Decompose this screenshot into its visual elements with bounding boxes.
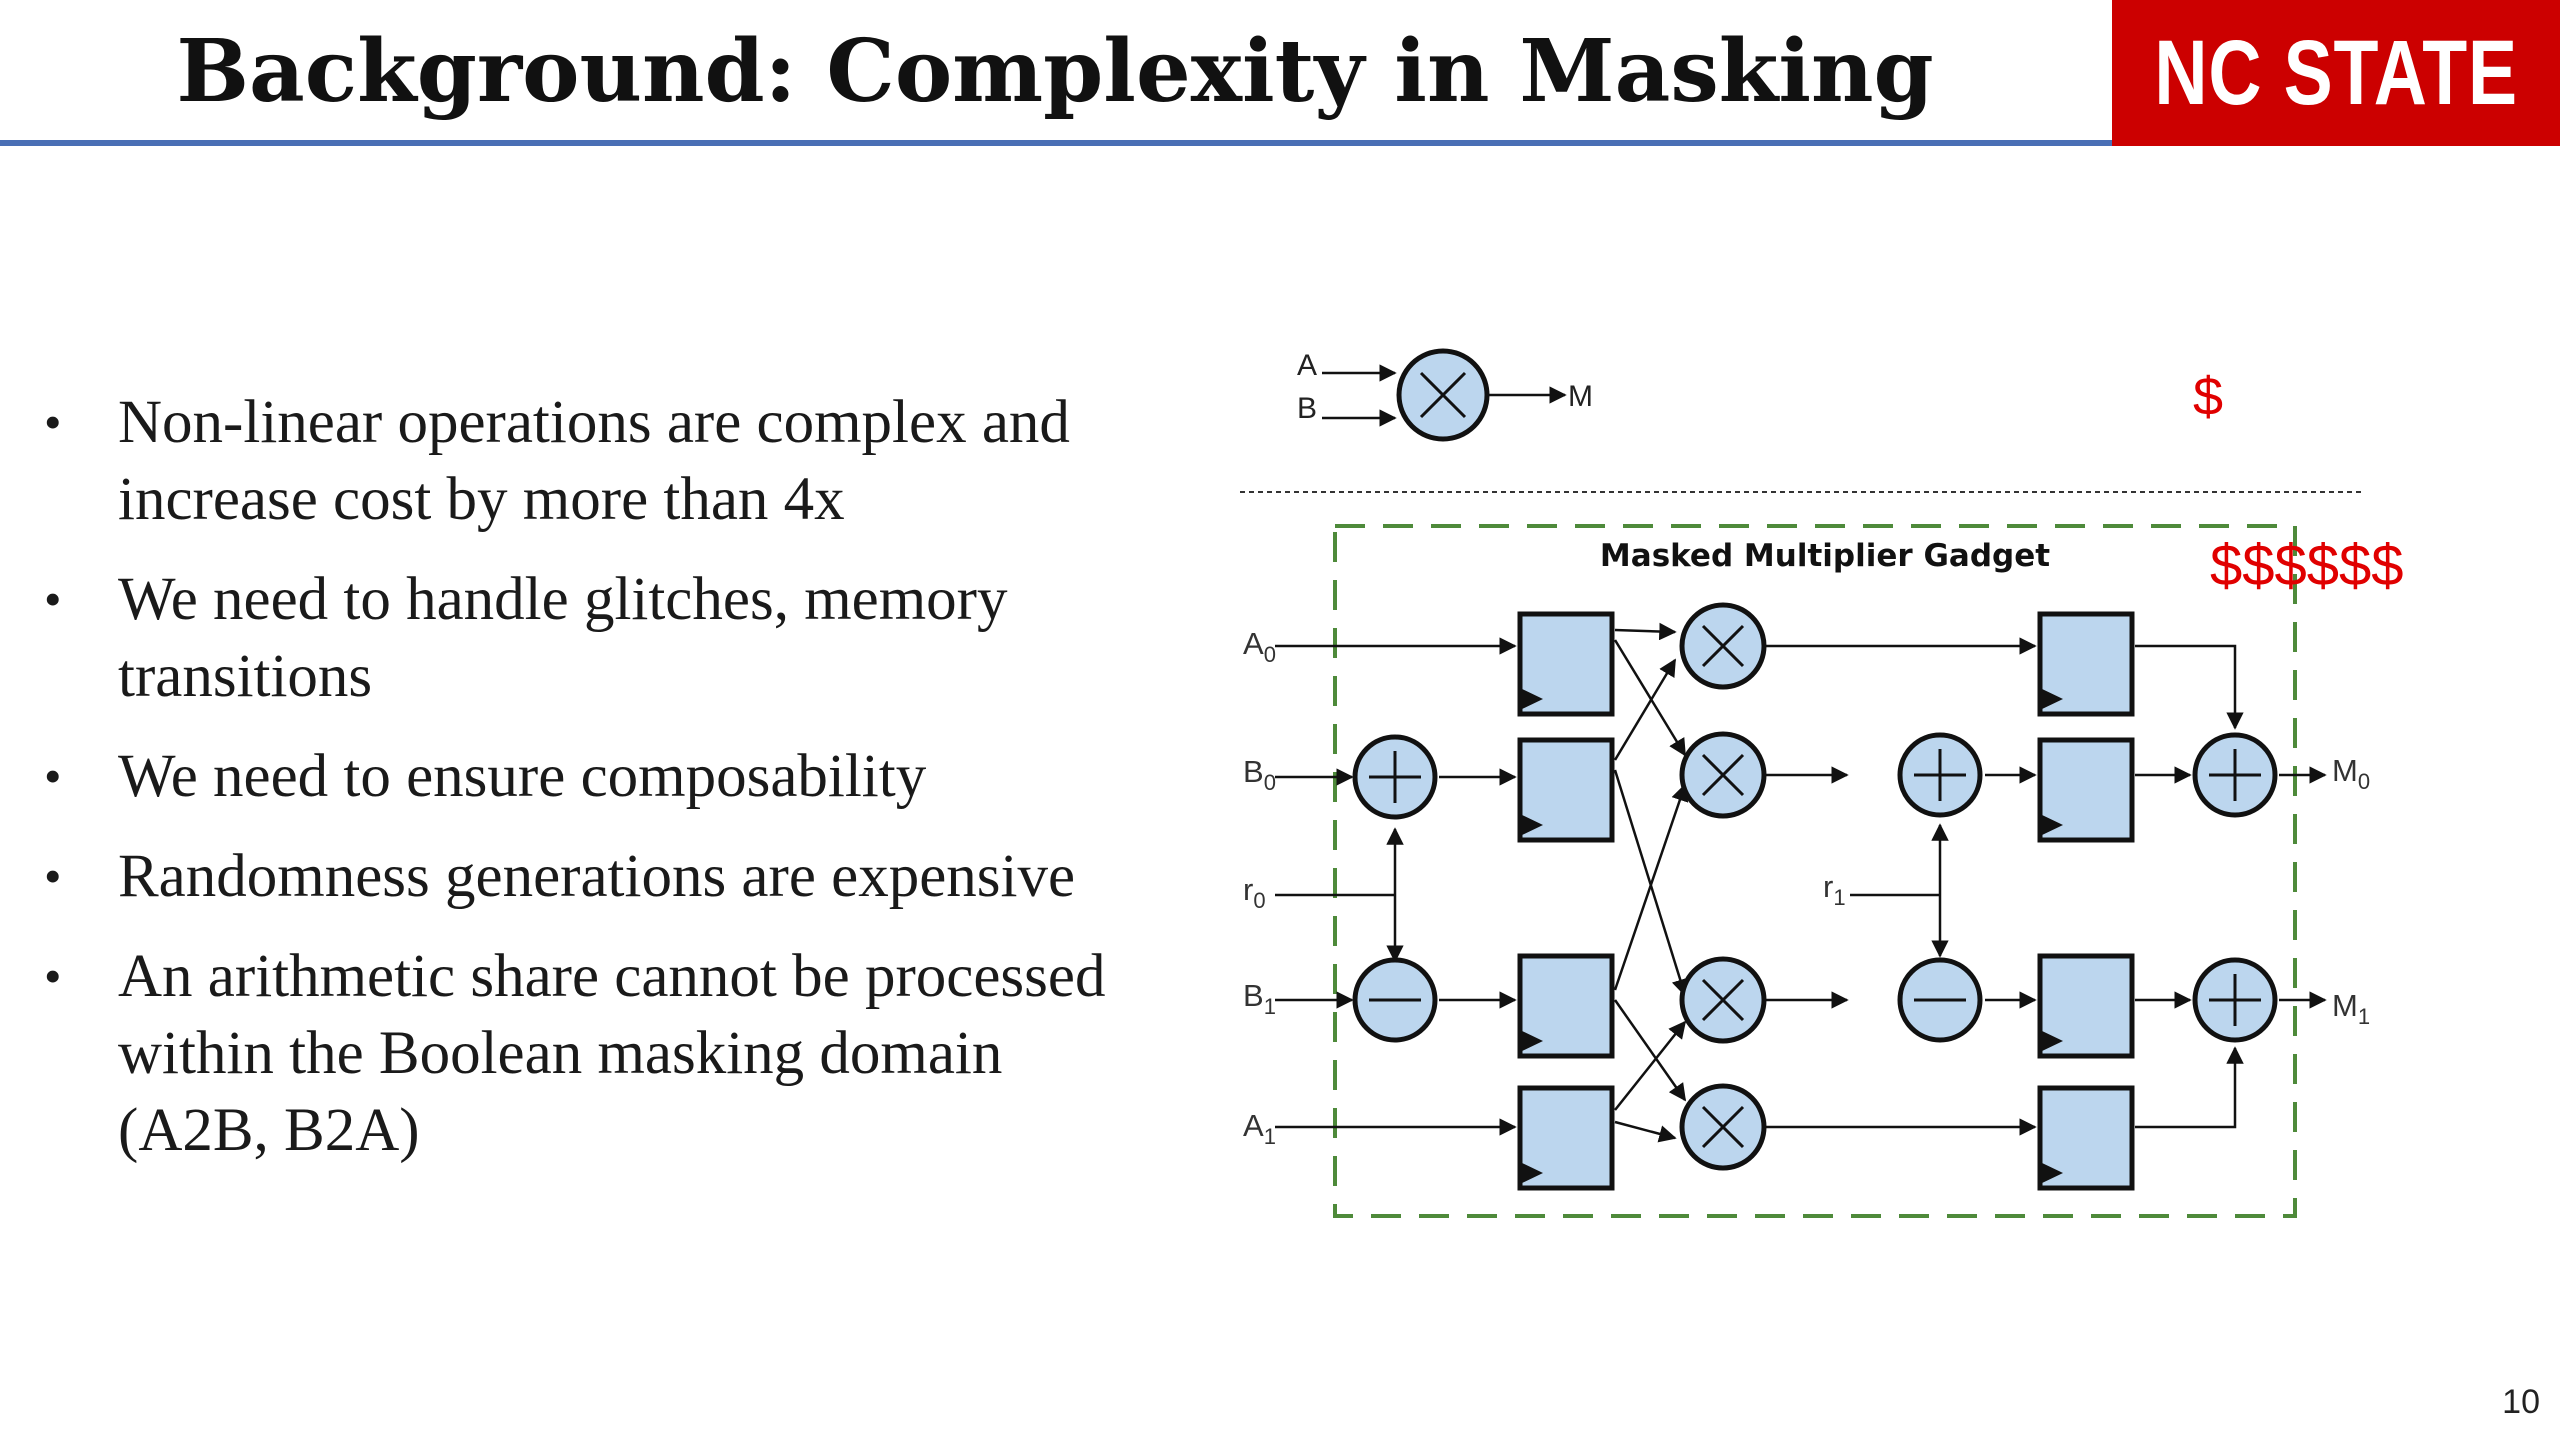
input-b0-label: B0 — [1243, 754, 1276, 795]
masked-multiplier-diagram: A B M $ Masked Multiplier Gadget $$$$$$ … — [1240, 348, 2404, 1218]
bullet-item: • Randomness generations are expensive — [44, 838, 1164, 915]
xor-icon — [2192, 732, 2278, 818]
bullet-dot-icon: • — [44, 748, 62, 804]
register-icon — [1517, 1085, 1615, 1191]
subtract-icon — [1352, 957, 1438, 1043]
multiply-icon — [1679, 956, 1767, 1044]
register-icon — [1517, 611, 1615, 717]
bullet-text: Non-linear operations are complex and in… — [118, 389, 1070, 533]
xor-icon — [1352, 734, 1438, 820]
bullet-list: • Non-linear operations are complex and i… — [44, 384, 1164, 1192]
bullet-item: • We need to ensure composability — [44, 738, 1164, 815]
simple-input-b-label: B — [1297, 392, 1317, 425]
register-icon — [2037, 611, 2135, 717]
bullet-dot-icon: • — [44, 948, 62, 1004]
input-a1-label: A1 — [1243, 1108, 1276, 1149]
input-r1-label: r1 — [1823, 869, 1846, 910]
multiply-icon — [1679, 602, 1767, 690]
simple-output-m-label: M — [1568, 380, 1593, 413]
simple-cost-label: $ — [2193, 367, 2223, 427]
university-logo: NC STATE — [2112, 0, 2560, 146]
bullet-item: • We need to handle glitches, memory tran… — [44, 561, 1164, 715]
input-r0-label: r0 — [1243, 872, 1266, 913]
simple-input-a-label: A — [1297, 349, 1317, 382]
xor-icon — [2192, 957, 2278, 1043]
subtract-icon — [1897, 957, 1983, 1043]
logo-text: NC STATE — [2154, 21, 2518, 124]
output-m0-label: M0 — [2332, 753, 2370, 794]
xor-icon — [1897, 732, 1983, 818]
gadget-boundary — [1333, 524, 2297, 1218]
bullet-text: Randomness generations are expensive — [118, 843, 1076, 910]
gadget-cost-label: $$$$$$ — [2210, 533, 2404, 598]
register-icon — [1517, 737, 1615, 843]
bullet-dot-icon: • — [44, 571, 62, 627]
masked-gadget: Masked Multiplier Gadget $$$$$$ A0 B0 r0… — [1243, 524, 2404, 1218]
bullet-text: We need to handle glitches, memory trans… — [118, 566, 1008, 710]
simple-multiplier: A B M $ — [1297, 348, 2223, 442]
bullet-item: • Non-linear operations are complex and i… — [44, 384, 1164, 538]
register-icon — [2037, 953, 2135, 1059]
register-icon — [2037, 1085, 2135, 1191]
gadget-label: Masked Multiplier Gadget — [1600, 538, 2050, 574]
input-a0-label: A0 — [1243, 626, 1276, 667]
bullet-item: • An arithmetic share cannot be processed… — [44, 938, 1164, 1169]
bullet-dot-icon: • — [44, 394, 62, 450]
page-number: 10 — [2502, 1383, 2540, 1421]
title-rule — [0, 140, 2112, 146]
slide-title: Background: Complexity in Masking — [176, 21, 1934, 122]
bullet-text: We need to ensure composability — [118, 743, 927, 810]
multiply-icon — [1679, 1083, 1767, 1171]
output-m1-label: M1 — [2332, 988, 2370, 1029]
multiply-icon — [1396, 348, 1490, 442]
multiply-icon — [1679, 731, 1767, 819]
bullet-dot-icon: • — [44, 848, 62, 904]
register-icon — [1517, 953, 1615, 1059]
register-icon — [2037, 737, 2135, 843]
input-b1-label: B1 — [1243, 978, 1276, 1019]
bullet-text: An arithmetic share cannot be processed … — [118, 943, 1106, 1164]
